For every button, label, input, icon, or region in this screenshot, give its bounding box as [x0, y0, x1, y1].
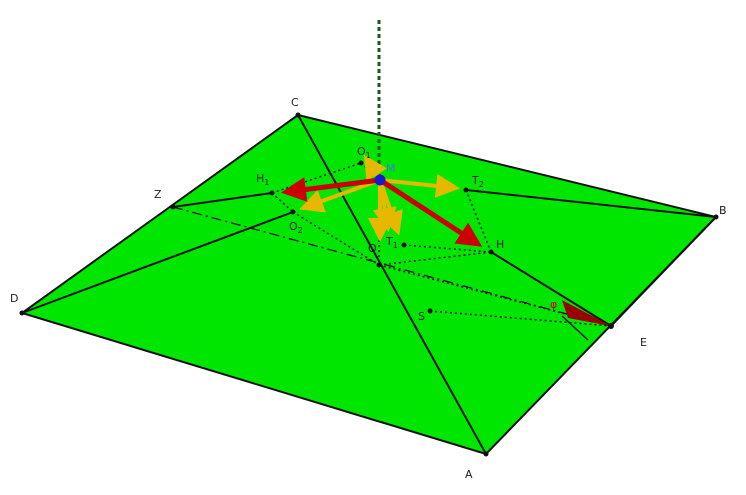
label-A: A	[465, 468, 473, 481]
label-B: B	[719, 204, 727, 217]
label-H: H	[496, 238, 504, 251]
point-M	[374, 174, 386, 186]
edge-H-E	[490, 251, 612, 327]
label-C: C	[291, 96, 299, 109]
label-T1: T1	[385, 235, 398, 250]
edge-Z-H1	[172, 192, 273, 208]
edge-E-B	[610, 216, 717, 327]
angle-phi-wedge	[562, 300, 611, 326]
axis-Z-E	[172, 206, 612, 327]
label-S: S	[418, 310, 425, 323]
label-O1: O1	[357, 145, 371, 160]
label-E: E	[640, 336, 647, 349]
points	[19, 112, 719, 457]
edge-C-A	[297, 114, 487, 455]
label-Z: Z	[154, 188, 162, 201]
label-H1: H1	[256, 172, 269, 187]
edge-D-O2	[21, 211, 294, 314]
label-O: O	[368, 242, 377, 255]
label-O2: O2	[289, 220, 303, 235]
label-M: M	[386, 162, 396, 175]
label-D: D	[10, 292, 18, 305]
edge-E-corner	[561, 315, 589, 341]
label-T2: T2	[471, 174, 484, 189]
label-phi: φ	[550, 298, 557, 311]
yellow-vectors	[299, 154, 460, 242]
red-vectors	[281, 177, 483, 247]
edge-T2-B	[465, 189, 717, 218]
